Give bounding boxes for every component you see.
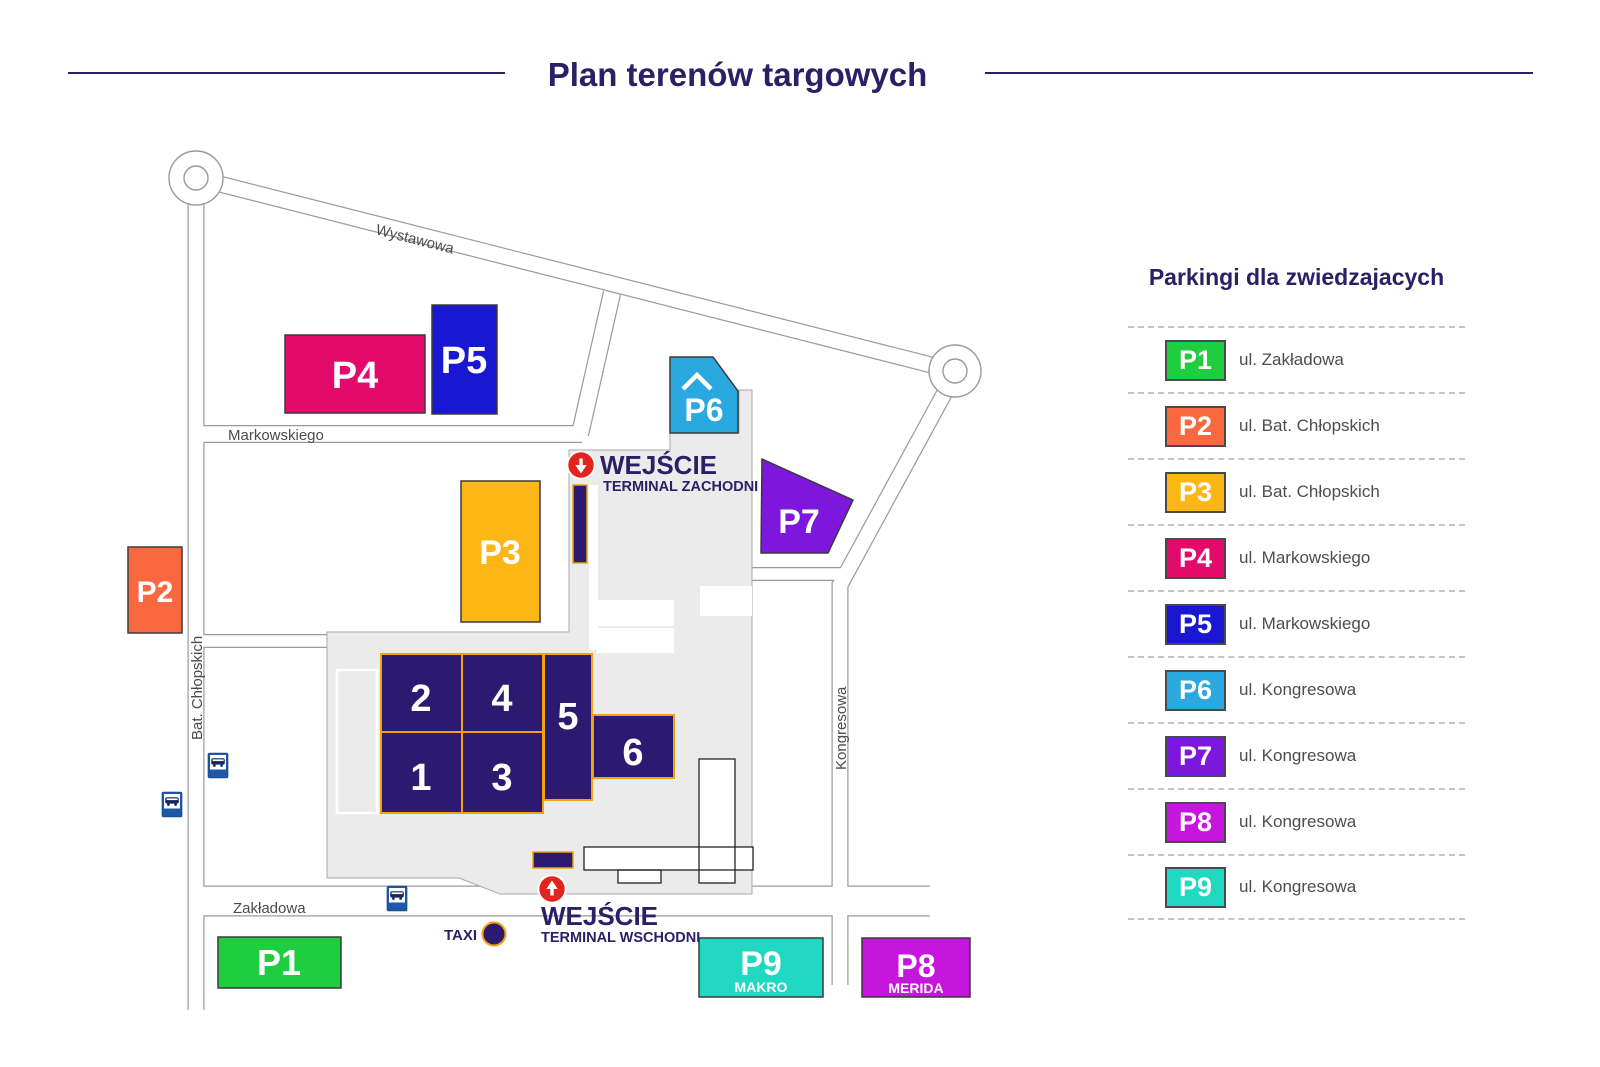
east-entrance-title: WEJŚCIE: [541, 901, 658, 931]
west-entrance-marker: WEJŚCIE TERMINAL ZACHODNI: [566, 450, 758, 495]
parking-legend: P1 ul. Zakładowa P2 ul. Bat. Chłopskich …: [1128, 326, 1465, 920]
road-network-fill: [188, 170, 957, 1010]
parking-p7-label: P7: [778, 503, 820, 541]
street-markowskiego: Markowskiego: [228, 427, 324, 444]
hall-4-label: 4: [491, 678, 512, 720]
parking-p8-note: MERIDA: [888, 980, 943, 996]
legend-badge-p4: P4: [1165, 537, 1226, 579]
hall-2: [380, 653, 463, 733]
parking-p1-label: P1: [257, 942, 301, 983]
parking-p4-label: P4: [332, 355, 378, 397]
hall-1-label: 1: [410, 757, 431, 799]
hall-6: [592, 714, 675, 779]
hall-4: [461, 653, 544, 733]
legend-row-p8: P8 ul. Kongresowa: [1128, 788, 1465, 854]
parking-p9-note: MAKRO: [735, 979, 788, 995]
legend-badge-p6: P6: [1165, 669, 1226, 711]
legend-badge-p7: P7: [1165, 735, 1226, 777]
legend-street-p3: ul. Bat. Chłopskich: [1239, 482, 1380, 501]
west-entrance-title: WEJŚCIE: [600, 450, 717, 480]
parking-p2-label: P2: [137, 576, 174, 609]
hall-1: [380, 731, 463, 814]
covered-parking-roof-icon: [681, 371, 713, 391]
east-entrance-terminal: TERMINAL WSCHODNI: [541, 930, 700, 946]
legend-street-p7: ul. Kongresowa: [1239, 746, 1357, 765]
east-entrance-marker: WEJŚCIE TERMINAL WSCHODNI: [537, 874, 700, 946]
legend-row-p1: P1 ul. Zakładowa: [1128, 326, 1465, 392]
hall-5: [543, 653, 593, 801]
fairgrounds-walkways: [589, 485, 752, 653]
west-gate-building: [572, 484, 588, 564]
taxi-stand-icon: [481, 921, 507, 947]
hall-3: [461, 731, 544, 814]
parking-p9: [698, 937, 824, 998]
title-rule-right: [985, 72, 1533, 74]
taxi-label: TAXI: [444, 927, 477, 944]
legend-street-p5: ul. Markowskiego: [1239, 614, 1371, 633]
parking-p4: [284, 334, 426, 414]
legend-row-p2: P2 ul. Bat. Chłopskich: [1128, 392, 1465, 458]
hall-2-label: 2: [410, 678, 431, 720]
taxi-stand: TAXI: [444, 921, 507, 947]
halls: 2 4 1 3 5 6: [380, 653, 675, 814]
parking-p8: [861, 937, 971, 998]
parking-p7: [760, 457, 855, 554]
bus-stop-icon: [161, 791, 183, 818]
legend-badge-p3: P3: [1165, 471, 1226, 513]
west-entrance-terminal: TERMINAL ZACHODNI: [603, 479, 758, 495]
parking-p5: [431, 304, 498, 415]
street-kongresowa: Kongresowa: [833, 686, 850, 770]
legend-badge-p5: P5: [1165, 603, 1226, 645]
parking-p6-label: P6: [684, 392, 723, 428]
parking-p9-label: P9: [740, 945, 782, 983]
bus-stop-icon: [207, 752, 229, 779]
legend-street-p1: ul. Zakładowa: [1239, 350, 1344, 369]
street-bat-chlopskich: Bat. Chłopskich: [189, 636, 206, 740]
legend-row-p6: P6 ul. Kongresowa: [1128, 656, 1465, 722]
parking-p5-label: P5: [441, 340, 487, 382]
legend-street-p8: ul. Kongresowa: [1239, 812, 1357, 831]
legend-title: Parkingi dla zwiedzajacych: [1148, 264, 1445, 290]
legend-badge-p8: P8: [1165, 801, 1226, 843]
legend-street-p9: ul. Kongresowa: [1239, 877, 1357, 896]
legend-badge-p2: P2: [1165, 405, 1226, 447]
legend-row-p9: P9 ul. Kongresowa: [1128, 854, 1465, 920]
roundabout-northwest: [168, 150, 224, 206]
roundabout-northeast: [928, 344, 982, 398]
open-yard-outline: [335, 668, 379, 815]
terminal-buildings: [583, 758, 754, 884]
hall-5-label: 5: [557, 696, 578, 738]
parking-p8-label: P8: [896, 948, 935, 984]
legend-street-p2: ul. Bat. Chłopskich: [1239, 416, 1380, 435]
street-zakladowa: Zakładowa: [233, 900, 306, 917]
east-gate-building: [532, 851, 574, 869]
hall-6-label: 6: [622, 732, 643, 774]
legend-badge-p9: P9: [1165, 866, 1226, 908]
parking-labels: P1 P2 P3 P4 P5 P6 P7 P8 MERIDA P9 MAKRO: [137, 340, 944, 996]
legend-row-p7: P7 ul. Kongresowa: [1128, 722, 1465, 788]
parking-p1: [217, 936, 342, 989]
title-rule-left: [68, 72, 505, 74]
parking-lots: [127, 304, 971, 998]
hall-3-label: 3: [491, 757, 512, 799]
page-title: Plan terenów targowych: [547, 56, 928, 93]
parking-p6: [669, 356, 739, 434]
legend-street-p4: ul. Markowskiego: [1239, 548, 1371, 567]
parking-p3-label: P3: [479, 534, 521, 572]
legend-row-p3: P3 ul. Bat. Chłopskich: [1128, 458, 1465, 524]
legend-street-p6: ul. Kongresowa: [1239, 680, 1357, 699]
legend-row-p5: P5 ul. Markowskiego: [1128, 590, 1465, 656]
arrow-up-head: [546, 880, 558, 889]
legend-row-p4: P4 ul. Markowskiego: [1128, 524, 1465, 590]
arrow-down-head: [575, 465, 587, 474]
bus-stop-icon: [386, 885, 408, 912]
legend-badge-p1: P1: [1165, 339, 1226, 381]
parking-p3: [460, 480, 541, 623]
parking-p2: [127, 546, 183, 634]
